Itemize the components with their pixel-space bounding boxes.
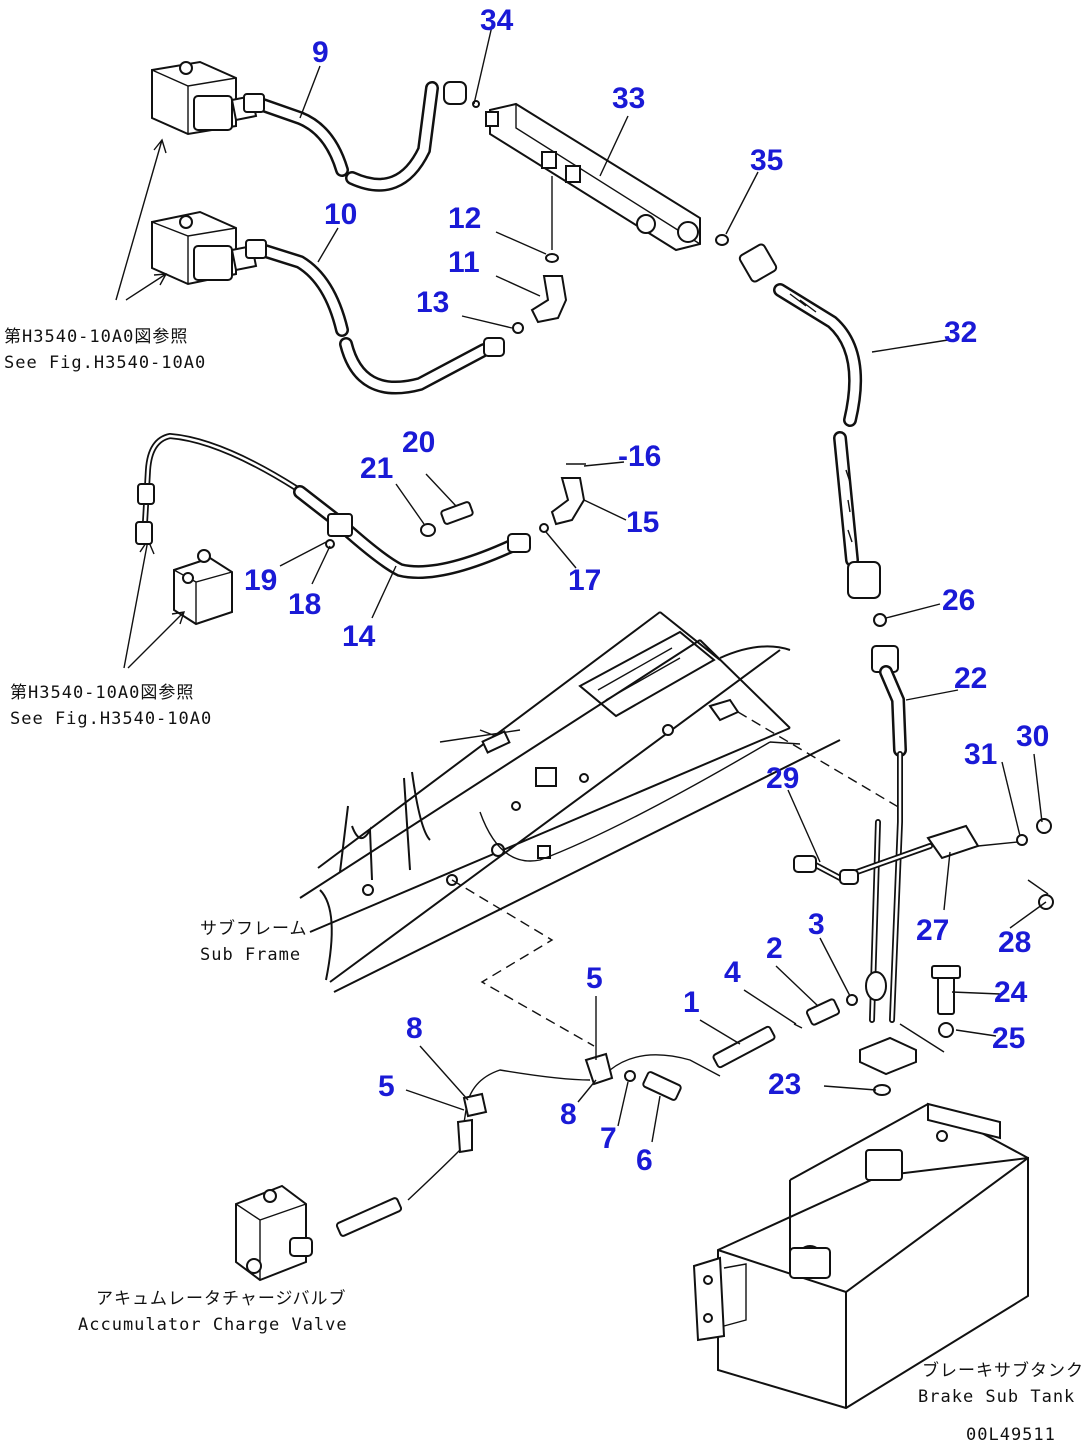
callout-8a: 8 xyxy=(406,1012,423,1045)
callout-12: 12 xyxy=(448,202,481,235)
callout-20: 20 xyxy=(402,426,435,459)
oring-21-drawing xyxy=(420,523,436,537)
connector-20-drawing xyxy=(440,501,474,525)
callout-26: 26 xyxy=(942,584,975,617)
callout-2: 2 xyxy=(766,932,783,965)
callout-31: 31 xyxy=(964,738,997,771)
hose-9-drawing xyxy=(243,81,467,192)
hose-32-drawing xyxy=(738,243,881,599)
ref-arrow-mid-2 xyxy=(127,611,186,669)
callout-10: 10 xyxy=(324,198,357,231)
ref-note-top-ja: 第H3540-10A0図参照 xyxy=(4,327,188,347)
ref-arrow-upper xyxy=(115,138,167,301)
callout-11: 11 xyxy=(448,246,480,279)
oring-35-drawing xyxy=(715,234,729,246)
hose-10-drawing xyxy=(245,239,505,395)
callout-27: 27 xyxy=(916,914,949,947)
callout-14: 14 xyxy=(342,620,376,653)
subframe-label-en: Sub Frame xyxy=(200,945,301,965)
oring-17-drawing xyxy=(539,523,549,533)
callout-33: 33 xyxy=(612,82,645,115)
clamp-assembly-drawing xyxy=(793,818,1054,910)
callout-23: 23 xyxy=(768,1068,801,1101)
callout-30: 30 xyxy=(1016,720,1049,753)
callout-28: 28 xyxy=(998,926,1031,959)
callout-3: 3 xyxy=(808,908,825,941)
lower-fittings-drawing xyxy=(712,965,961,1096)
callout-numbers: 1 2 3 4 5 5 6 7 8 8 9 10 11 12 13 14 15 … xyxy=(244,4,1049,1177)
callout-6: 6 xyxy=(636,1144,653,1177)
callout-32: 32 xyxy=(944,316,977,349)
acc-valve-label-en: Accumulator Charge Valve xyxy=(78,1315,348,1335)
manifold-33-drawing xyxy=(472,100,701,252)
elbow-11-drawing xyxy=(530,275,568,324)
ref-arrow-mid-1 xyxy=(123,538,155,669)
ref-arrow-lower xyxy=(125,273,168,301)
elbow-15-drawing xyxy=(550,477,586,526)
callout-35: 35 xyxy=(750,144,783,177)
annotation-notes: 第H3540-10A0図参照 See Fig.H3540-10A0 第H3540… xyxy=(4,327,1084,1445)
callout-25: 25 xyxy=(992,1022,1025,1055)
figure-code: 00L49511 xyxy=(966,1425,1056,1445)
acc-valve-label-ja: アキュムレータチャージバルブ xyxy=(96,1288,346,1309)
callout-24: 24 xyxy=(994,976,1028,1009)
hose-6-8-drawing xyxy=(335,1052,721,1237)
callout-5a: 5 xyxy=(586,962,603,995)
callout-34: 34 xyxy=(480,4,514,37)
lower-solenoid-valve-drawing xyxy=(151,210,258,286)
oring-26-drawing xyxy=(873,613,887,627)
subframe-label-ja: サブフレーム xyxy=(200,918,308,939)
oring-12-drawing xyxy=(545,253,559,263)
callout-29: 29 xyxy=(766,762,799,795)
tank-label-ja: ブレーキサブタンク xyxy=(922,1360,1084,1381)
mid-valve-drawing xyxy=(173,549,233,626)
callout-18: 18 xyxy=(288,588,321,621)
dashed-guide-2 xyxy=(451,879,595,1047)
hose-14-drawing xyxy=(135,432,531,579)
callout-19: 19 xyxy=(244,564,277,597)
callout-9: 9 xyxy=(312,36,329,69)
pipe-22-drawing xyxy=(869,645,907,1023)
brake-sub-tank-drawing xyxy=(692,1102,1029,1410)
ref-note-mid-ja: 第H3540-10A0図参照 xyxy=(10,683,194,703)
sub-frame-drawing xyxy=(299,611,841,993)
accumulator-valve-drawing xyxy=(235,1184,313,1282)
callout-15: 15 xyxy=(626,506,659,539)
dashed-guide-1 xyxy=(737,711,901,809)
tank-label-en: Brake Sub Tank xyxy=(918,1387,1075,1407)
callout-5b: 5 xyxy=(378,1070,395,1103)
callout-7: 7 xyxy=(600,1122,617,1155)
callout-4: 4 xyxy=(724,956,741,989)
upper-solenoid-valve-drawing xyxy=(151,60,258,136)
ref-note-mid-en: See Fig.H3540-10A0 xyxy=(10,709,212,729)
leader-lines xyxy=(279,25,1047,1143)
callout-17: 17 xyxy=(568,564,601,597)
ref-note-top-en: See Fig.H3540-10A0 xyxy=(4,353,206,373)
callout-16: -16 xyxy=(618,440,661,473)
callout-21: 21 xyxy=(360,452,393,485)
callout-8b: 8 xyxy=(560,1098,577,1131)
oring-13-drawing xyxy=(512,322,524,334)
callout-1: 1 xyxy=(683,986,700,1019)
callout-13: 13 xyxy=(416,286,449,319)
callout-22: 22 xyxy=(954,662,987,695)
